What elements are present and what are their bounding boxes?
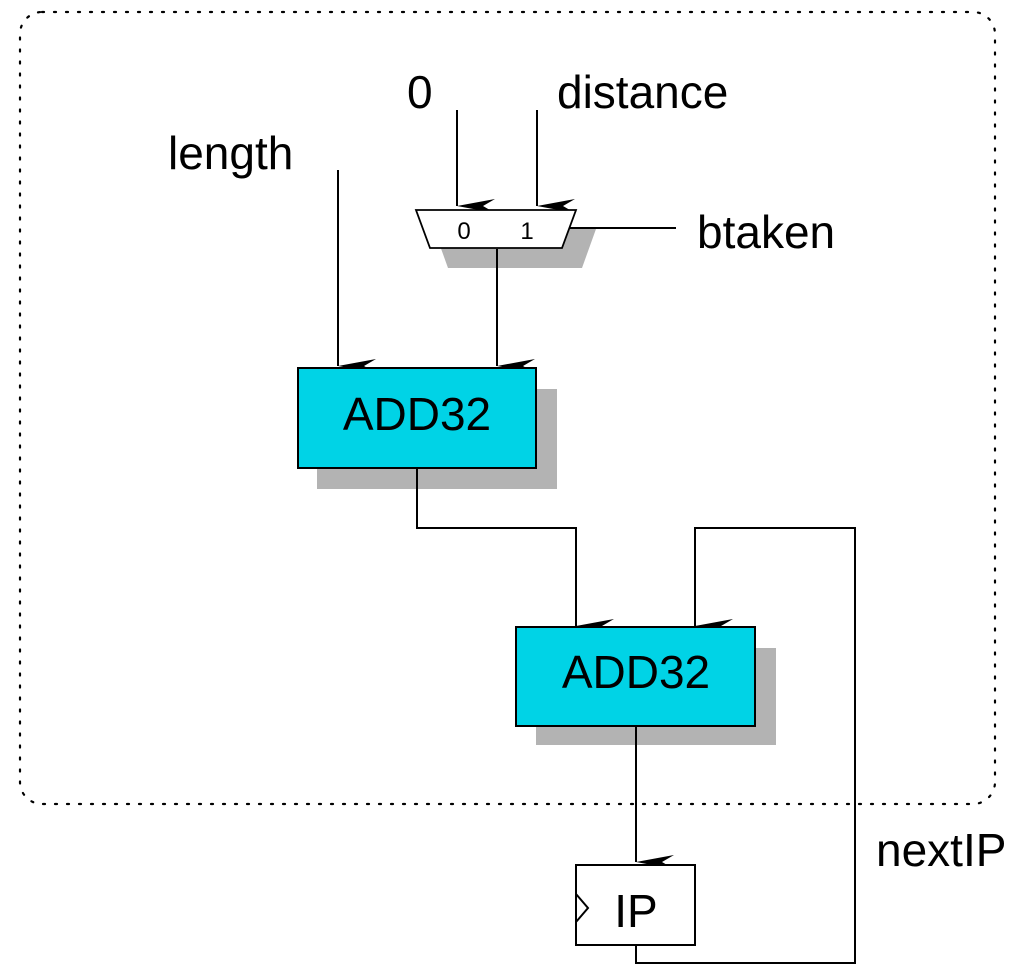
adder1-to-adder2-arrow: [416, 468, 614, 633]
clock-triangle-icon: [575, 893, 590, 923]
adder-1-body: [297, 367, 537, 469]
adder-2: ADD32: [515, 626, 776, 745]
mux-input-1-label: 1: [520, 218, 533, 245]
btaken-input-label: btaken: [697, 206, 835, 258]
ip-register: IP: [575, 864, 696, 946]
length-input-label: length: [168, 127, 293, 179]
zero-input-label: 0: [407, 66, 433, 118]
distance-input-label: distance: [557, 66, 728, 118]
mux-body: [414, 209, 578, 249]
dotted-frame: [18, 10, 997, 806]
adder-2-body: [515, 626, 756, 727]
adder-2-label: ADD32: [562, 646, 710, 698]
nextip-feedback-arrow: [635, 527, 856, 964]
mux: 0 1: [414, 209, 596, 268]
adder-1-label: ADD32: [343, 388, 491, 440]
mux-input-0-label: 0: [457, 218, 470, 245]
ip-register-label: IP: [614, 885, 657, 937]
adder-1: ADD32: [297, 367, 557, 489]
nextip-label: nextIP: [876, 824, 1006, 876]
ip-register-body: [575, 864, 696, 946]
